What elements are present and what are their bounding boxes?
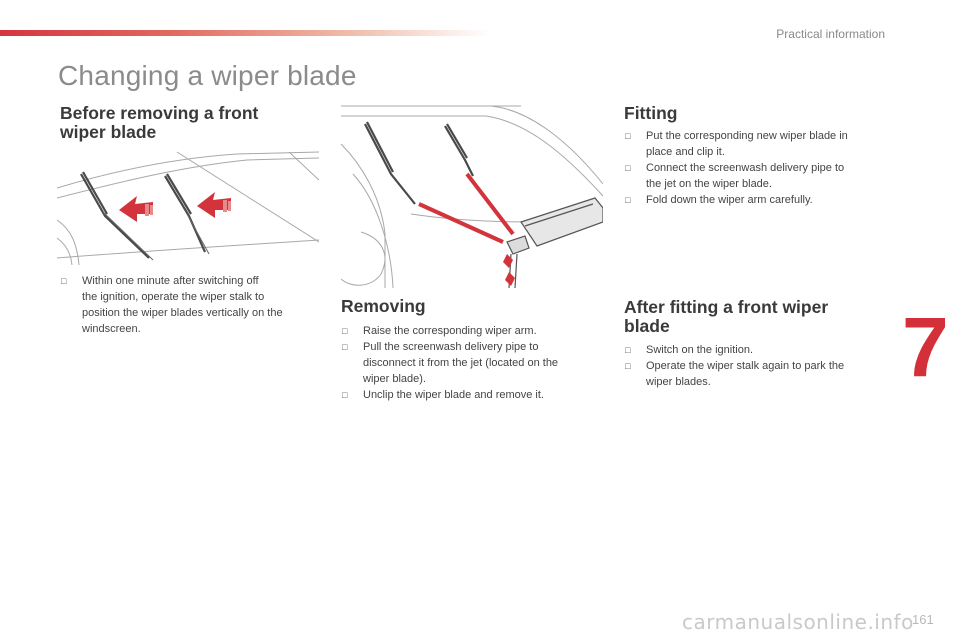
list-item: □ Operate the wiper stalk again to park …	[624, 358, 886, 390]
before-removing-steps: □ Within one minute after switching off …	[60, 273, 320, 337]
arrow-icon-left	[119, 196, 153, 222]
heading-after-line1: After fitting a front wiper	[624, 297, 829, 317]
section-label: Practical information	[776, 27, 885, 41]
line: Put the corresponding new wiper blade in	[646, 130, 848, 142]
checkbox-bullet-icon: □	[342, 390, 348, 400]
after-fitting-steps: □ Switch on the ignition. □ Operate the …	[624, 342, 886, 390]
heading-removing: Removing	[341, 296, 426, 316]
pointer-lines	[418, 172, 515, 244]
checkbox-bullet-icon: □	[342, 342, 348, 352]
checkbox-bullet-icon: □	[625, 163, 631, 173]
heading-before-line2: wiper blade	[60, 122, 157, 142]
page-title: Changing a wiper blade	[58, 60, 357, 91]
checkbox-bullet-icon: □	[625, 345, 631, 355]
line: Raise the corresponding wiper arm.	[363, 325, 537, 337]
line: windscreen.	[82, 323, 141, 335]
chapter-number: 7	[902, 300, 949, 394]
heading-fitting: Fitting	[624, 103, 678, 123]
line: wiper blade).	[363, 373, 426, 385]
heading-after-fitting: After fitting a front wiper blade	[624, 298, 828, 336]
checkbox-bullet-icon: □	[625, 361, 631, 371]
list-item: □ Pull the screenwash delivery pipe to d…	[341, 339, 603, 387]
line: Unclip the wiper blade and remove it.	[363, 389, 544, 401]
heading-before-removing: Before removing a front wiper blade	[60, 104, 258, 142]
page-number: 161	[912, 612, 934, 627]
heading-after-line2: blade	[624, 316, 670, 336]
list-item: □ Raise the corresponding wiper arm.	[341, 323, 603, 339]
line: Within one minute after switching off	[82, 275, 259, 287]
line: Operate the wiper stalk again to park th…	[646, 360, 845, 372]
checkbox-bullet-icon: □	[342, 326, 348, 336]
illustration-wipers-vertical	[57, 150, 319, 265]
line: Switch on the ignition.	[646, 344, 754, 356]
list-item: □ Switch on the ignition.	[624, 342, 886, 358]
watermark: carmanualsonline.info	[682, 610, 914, 634]
line: Pull the screenwash delivery pipe to	[363, 341, 539, 353]
line: wiper blades.	[646, 376, 711, 388]
list-item: □ Put the corresponding new wiper blade …	[624, 128, 886, 160]
line: Connect the screenwash delivery pipe to	[646, 162, 845, 174]
checkbox-bullet-icon: □	[625, 131, 631, 141]
list-item: □ Within one minute after switching off …	[60, 273, 320, 337]
line: Fold down the wiper arm carefully.	[646, 194, 813, 206]
removing-steps: □ Raise the corresponding wiper arm. □ P…	[341, 323, 603, 403]
list-item: □ Unclip the wiper blade and remove it.	[341, 387, 603, 403]
fitting-steps: □ Put the corresponding new wiper blade …	[624, 128, 886, 208]
header-accent-bar	[0, 30, 490, 36]
line: place and clip it.	[646, 146, 725, 158]
checkbox-bullet-icon: □	[625, 195, 631, 205]
list-item: □ Connect the screenwash delivery pipe t…	[624, 160, 886, 192]
line: the jet on the wiper blade.	[646, 178, 772, 190]
illustration-removing-blade	[341, 104, 603, 288]
arrow-icon-right	[197, 192, 231, 218]
checkbox-bullet-icon: □	[61, 276, 67, 286]
line: position the wiper blades vertically on …	[82, 307, 283, 319]
heading-before-line1: Before removing a front	[60, 103, 259, 123]
line: disconnect it from the jet (located on t…	[363, 357, 559, 369]
line: the ignition, operate the wiper stalk to	[82, 291, 265, 303]
list-item: □ Fold down the wiper arm carefully.	[624, 192, 886, 208]
